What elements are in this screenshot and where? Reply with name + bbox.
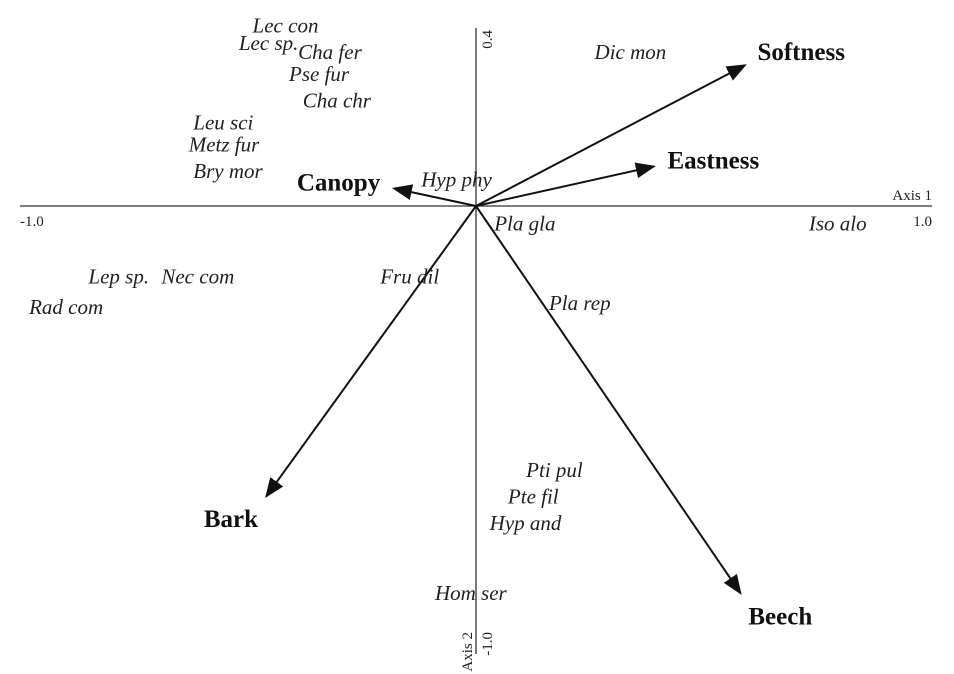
species-label: Dic mon (594, 40, 667, 64)
vector-arrow-bark (265, 205, 477, 499)
y-axis-label: Axis 2 (460, 632, 476, 672)
vector-arrow-beech (475, 205, 742, 595)
vector-label-beech: Beech (748, 603, 812, 630)
species-label: Pla rep (548, 291, 611, 315)
vector-label-canopy: Canopy (297, 170, 381, 197)
axes: Axis 1 -1.0 1.0 0.4 -1.0 Axis 2 (20, 28, 932, 672)
species-label: Cha chr (303, 88, 372, 112)
species-label: Nec com (160, 264, 234, 288)
species-label: Hyp and (489, 511, 562, 535)
species-label: Cha fer (298, 40, 362, 64)
species-label: Pse fur (288, 62, 350, 86)
x-tick-label-max: 1.0 (913, 214, 932, 230)
vector-label-softness: Softness (757, 39, 845, 66)
y-tick-label-min: -1.0 (480, 632, 496, 656)
species-label: Rad com (28, 295, 103, 319)
species-label: Lep sp. (87, 264, 149, 288)
x-tick-label-min: -1.0 (20, 214, 44, 230)
vector-arrow-eastness (475, 162, 656, 207)
species-label: Lec sp. (238, 31, 299, 55)
species-label: Lec con (252, 14, 319, 38)
species-label: Pti pul (525, 458, 583, 482)
species-label: Hom ser (434, 581, 508, 605)
vector-label-bark: Bark (204, 506, 258, 533)
species-label: Pla gla (493, 212, 555, 236)
species-label: Pte fil (507, 484, 559, 508)
vector-arrow-softness (475, 64, 747, 207)
species-label: Iso alo (808, 212, 867, 236)
species-label: Bry mor (193, 159, 263, 183)
species-label: Leu sci (192, 110, 253, 134)
species-label: Fru dil (379, 264, 439, 288)
vector-arrow-canopy (391, 184, 477, 207)
species-label: Metz fur (188, 132, 260, 156)
y-tick-label-max: 0.4 (480, 30, 496, 49)
x-axis-label: Axis 1 (892, 188, 932, 204)
species-label: Hyp phy (420, 168, 492, 192)
vector-label-eastness: Eastness (668, 147, 760, 174)
